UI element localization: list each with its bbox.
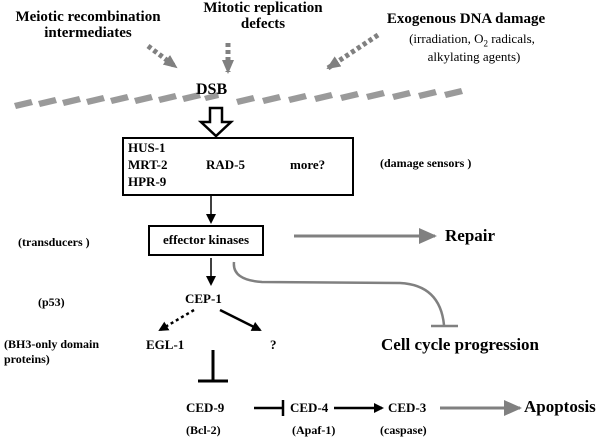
source-meiotic: Meiotic recombination intermediates [15, 9, 161, 41]
sensor-mrt2: MRT-2 [128, 157, 168, 172]
sensor-hus1: HUS-1 [128, 140, 166, 155]
source-exogenous-detail: (irradiation, O2 radicals, [409, 31, 535, 49]
arrow-dsb-to-sensors [197, 106, 235, 138]
arrow-cep1-to-unknown [219, 308, 262, 332]
transducers-label: (transducers ) [18, 235, 90, 249]
dsb-label: DSB [196, 81, 228, 98]
damage-sensors-label: (damage sensors ) [380, 156, 472, 170]
sensor-more: more? [290, 157, 326, 172]
ced4-family: (Apaf-1) [292, 423, 336, 437]
bh3-label: (BH3-only domain proteins) [4, 337, 100, 366]
effector-kinases-box [148, 225, 264, 256]
repair-label: Repair [445, 226, 496, 245]
ced9-node: CED-9 [186, 400, 225, 415]
source-exogenous-detail-agents: alkylating agents) [427, 49, 521, 64]
ced3-family: (caspase) [380, 423, 427, 437]
cep1-node: CEP-1 [185, 291, 222, 306]
damage-sensors-box [122, 137, 354, 196]
sensor-rad5: RAD-5 [206, 157, 245, 172]
apoptosis-label: Apoptosis [524, 397, 596, 416]
unknown-node: ? [270, 337, 277, 352]
egl1-node: EGL-1 [146, 337, 185, 352]
dna-strand-left [14, 92, 219, 109]
arrow-exogenous-to-dsb [326, 32, 380, 71]
dna-strand-right [236, 88, 463, 105]
source-mitotic: Mitotic replication defects [203, 0, 323, 32]
source-exogenous-title: Exogenous DNA damage [386, 11, 546, 27]
ced4-node: CED-4 [290, 400, 329, 415]
p53-label: (p53) [38, 295, 65, 309]
effector-kinases-label: effector kinases [162, 232, 250, 247]
sensor-hpr9: HPR-9 [128, 174, 167, 189]
ced3-node: CED-3 [388, 400, 427, 415]
arrow-meiotic-to-dsb [146, 44, 178, 69]
cell-cycle-label: Cell cycle progression [381, 335, 540, 354]
arrow-cep1-to-egl1 [158, 308, 195, 332]
inhibit-kinases-cell-cycle [232, 261, 446, 326]
ced9-family: (Bcl-2) [186, 423, 221, 437]
